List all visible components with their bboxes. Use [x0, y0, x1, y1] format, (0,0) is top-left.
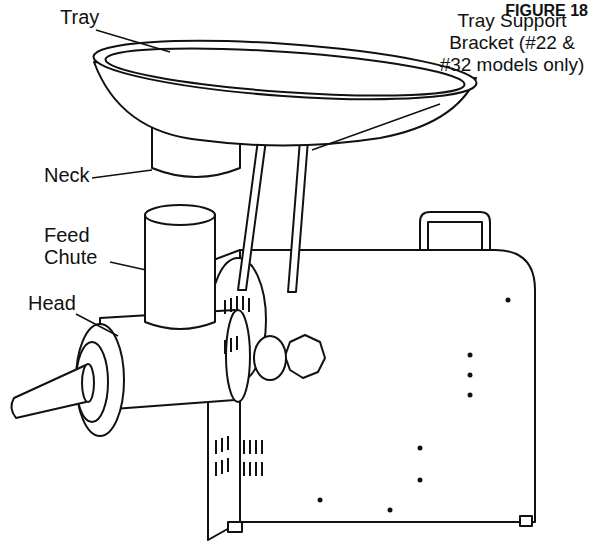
nozzle-flange [82, 364, 94, 402]
part-label: Head [28, 292, 88, 314]
bracket-rod [238, 140, 266, 290]
feed-chute [145, 215, 215, 329]
part-label: Tray [60, 6, 140, 28]
tray-rim [92, 31, 479, 110]
handle [420, 212, 490, 250]
head-ring [76, 324, 124, 436]
part-label: Neck [44, 164, 124, 186]
head-collar [226, 310, 250, 402]
knob-base [254, 336, 286, 380]
locking-knob [285, 335, 325, 378]
stuffing-nozzle [11, 365, 86, 418]
bracket-rod [288, 140, 308, 292]
screws [318, 298, 511, 513]
feed-chute-top [145, 205, 215, 225]
leader-lines [76, 30, 440, 336]
part-label: Tray Support Bracket (#22 & #32 models o… [436, 10, 588, 76]
vents [216, 296, 262, 476]
part-label: Feed Chute [44, 224, 114, 268]
motor-housing [240, 250, 535, 522]
foot [228, 522, 242, 532]
foot [520, 516, 532, 526]
